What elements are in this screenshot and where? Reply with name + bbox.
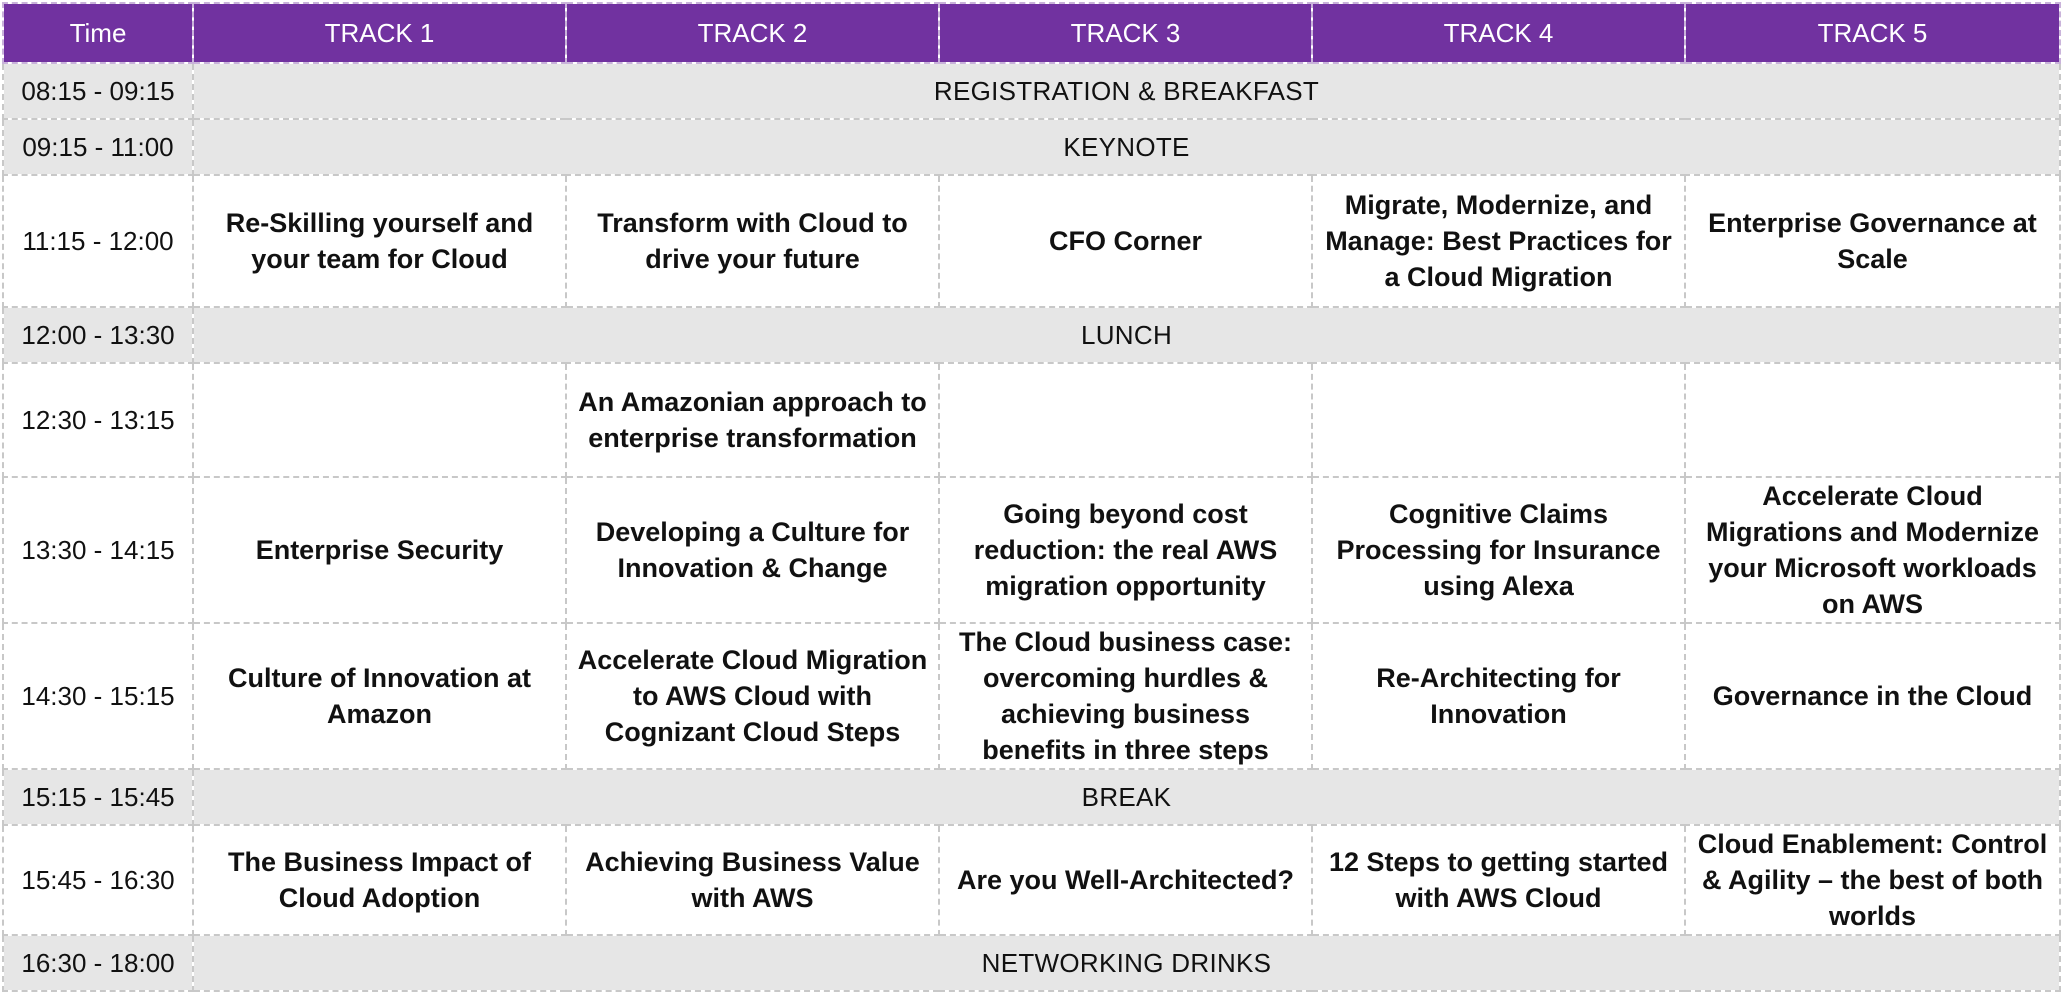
session-cell [192,362,567,478]
session-cell: Migrate, Modernize, and Manage: Best Pra… [1311,174,1686,308]
session-cell: The Business Impact of Cloud Adoption [192,824,567,936]
session-cell: Cognitive Claims Processing for Insuranc… [1311,476,1686,624]
session-cell [1311,362,1686,478]
session-row: 11:15 - 12:00 Re-Skilling yourself and y… [2,174,2061,308]
session-cell: 12 Steps to getting started with AWS Clo… [1311,824,1686,936]
session-cell: Transform with Cloud to drive your futur… [565,174,940,308]
track-5-header: TRACK 5 [1684,2,2061,64]
time-slot: 11:15 - 12:00 [2,174,194,308]
session-cell [1684,362,2061,478]
session-cell: Governance in the Cloud [1684,622,2061,770]
session-cell: Cloud Enablement: Control & Agility – th… [1684,824,2061,936]
time-slot: 08:15 - 09:15 [2,62,194,120]
time-slot: 12:00 - 13:30 [2,306,194,364]
session-cell: Achieving Business Value with AWS [565,824,940,936]
session-cell: CFO Corner [938,174,1313,308]
session-cell: Are you Well-Architected? [938,824,1313,936]
time-slot: 12:30 - 13:15 [2,362,194,478]
time-slot: 16:30 - 18:00 [2,934,194,992]
plenary-label: BREAK [192,768,2061,826]
time-slot: 14:30 - 15:15 [2,622,194,770]
track-4-header: TRACK 4 [1311,2,1686,64]
keynote-row: 09:15 - 11:00 KEYNOTE [2,118,2061,176]
session-row: 13:30 - 14:15 Enterprise Security Develo… [2,476,2061,624]
session-row: 15:45 - 16:30 The Business Impact of Clo… [2,824,2061,936]
session-cell: The Cloud business case: overcoming hurd… [938,622,1313,770]
plenary-label: LUNCH [192,306,2061,364]
time-slot: 15:45 - 16:30 [2,824,194,936]
track-2-header: TRACK 2 [565,2,940,64]
session-row: 12:30 - 13:15 An Amazonian approach to e… [2,362,2061,478]
session-cell: Going beyond cost reduction: the real AW… [938,476,1313,624]
session-cell: Accelerate Cloud Migrations and Moderniz… [1684,476,2061,624]
time-slot: 15:15 - 15:45 [2,768,194,826]
plenary-label: KEYNOTE [192,118,2061,176]
session-cell: Enterprise Security [192,476,567,624]
registration-row: 08:15 - 09:15 REGISTRATION & BREAKFAST [2,62,2061,120]
session-cell: Re-Architecting for Innovation [1311,622,1686,770]
session-cell: Accelerate Cloud Migration to AWS Cloud … [565,622,940,770]
track-1-header: TRACK 1 [192,2,567,64]
session-cell: Developing a Culture for Innovation & Ch… [565,476,940,624]
time-column-header: Time [2,2,194,64]
session-cell: An Amazonian approach to enterprise tran… [565,362,940,478]
plenary-label: REGISTRATION & BREAKFAST [192,62,2061,120]
session-row: 14:30 - 15:15 Culture of Innovation at A… [2,622,2061,770]
time-slot: 09:15 - 11:00 [2,118,194,176]
session-cell: Enterprise Governance at Scale [1684,174,2061,308]
plenary-label: NETWORKING DRINKS [192,934,2061,992]
header-row: Time TRACK 1 TRACK 2 TRACK 3 TRACK 4 TRA… [2,2,2061,64]
time-slot: 13:30 - 14:15 [2,476,194,624]
session-cell: Culture of Innovation at Amazon [192,622,567,770]
break-row: 15:15 - 15:45 BREAK [2,768,2061,826]
session-cell: Re-Skilling yourself and your team for C… [192,174,567,308]
networking-row: 16:30 - 18:00 NETWORKING DRINKS [2,934,2061,992]
track-3-header: TRACK 3 [938,2,1313,64]
session-cell [938,362,1313,478]
lunch-row: 12:00 - 13:30 LUNCH [2,306,2061,364]
